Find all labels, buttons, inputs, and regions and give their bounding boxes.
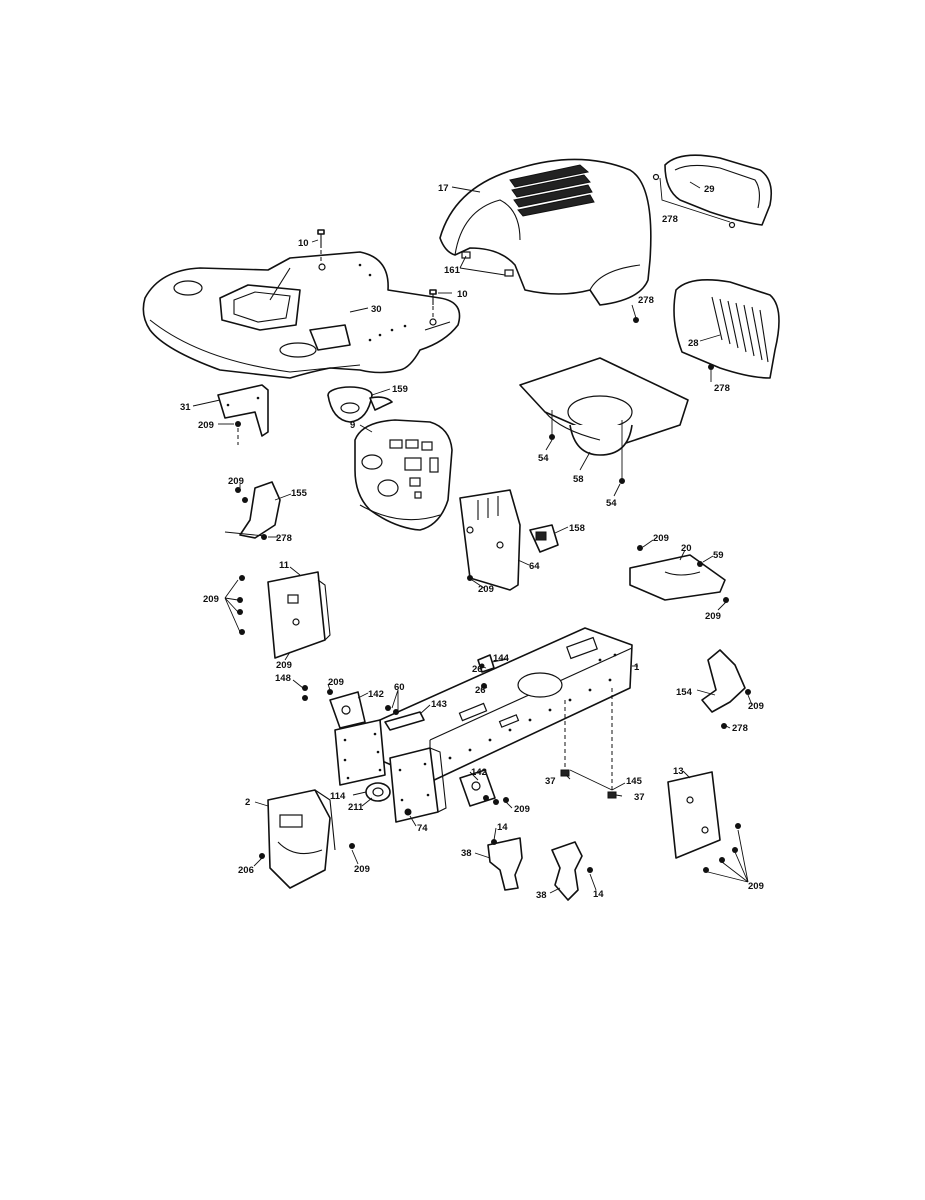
frame-1-part (379, 627, 633, 799)
bolt-10-upper (317, 229, 325, 265)
callout-14: 14 (497, 822, 508, 833)
callout-9: 9 (350, 420, 355, 431)
bracket-143-part (384, 705, 425, 731)
callout-155: 155 (291, 488, 308, 499)
spacer-211-part (365, 782, 391, 802)
front-grille-part (633, 279, 780, 379)
ignition-switch-158-part (529, 524, 559, 553)
callout-1: 1 (634, 662, 640, 673)
hood-grille-slots (509, 164, 595, 217)
callout-209: 209 (203, 594, 219, 605)
callout-209: 209 (354, 864, 370, 875)
callout-37: 37 (545, 776, 556, 787)
callout-20: 20 (681, 543, 692, 554)
callout-64: 64 (529, 561, 540, 572)
callout-143: 143 (431, 699, 447, 710)
side-panel-11-part (237, 571, 331, 659)
fender-deck-part (142, 251, 461, 379)
front-axle-plate-part (389, 747, 447, 823)
callout-11: 11 (279, 560, 290, 571)
dash-panel-part (354, 419, 453, 531)
callout-31: 31 (180, 402, 191, 413)
plate-20-part (629, 545, 729, 603)
callout-209: 209 (748, 881, 764, 892)
headlight-bezel-part (652, 154, 773, 229)
callout-209: 209 (514, 804, 530, 815)
bracket-142-upper-part (302, 685, 366, 729)
callout-209: 209 (653, 533, 669, 544)
callout-10: 10 (457, 289, 468, 300)
callout-54: 54 (538, 453, 549, 464)
callout-144: 144 (493, 653, 510, 664)
callout-145: 145 (626, 776, 643, 787)
hood-part (439, 158, 652, 306)
callout-58: 58 (573, 474, 584, 485)
callout-209: 209 (198, 420, 214, 431)
callout-26: 26 (472, 664, 483, 675)
callout-209: 209 (328, 677, 344, 688)
callout-114: 114 (330, 791, 346, 802)
callout-148: 148 (275, 673, 291, 684)
callout-209: 209 (705, 611, 721, 622)
callout-17: 17 (438, 183, 449, 194)
bracket-154-part (701, 649, 751, 729)
callout-60: 60 (394, 682, 405, 693)
grille-slats (711, 296, 769, 363)
callout-54: 54 (606, 498, 617, 509)
callout-37: 37 (634, 792, 645, 803)
callout-29: 29 (704, 184, 715, 195)
callout-38: 38 (461, 848, 472, 859)
callout-211: 211 (348, 802, 364, 813)
callout-10: 10 (298, 238, 309, 249)
frame-hole-dots (448, 653, 617, 760)
nut-74 (404, 808, 412, 816)
bolt-10-right (429, 289, 437, 318)
callout-30: 30 (371, 304, 382, 315)
callout-14: 14 (593, 889, 604, 900)
callout-13: 13 (673, 766, 684, 777)
bracket-38-left-part (487, 837, 523, 891)
callout-161: 161 (444, 265, 461, 276)
callout-38: 38 (536, 890, 547, 901)
leader-lines (192, 177, 753, 894)
callout-labels: 17 29 278 10 161 10 30 278 28 278 159 31… (180, 183, 764, 901)
bracket-155-part (224, 481, 281, 540)
deck-rivet-dots (358, 263, 407, 342)
callout-2: 2 (245, 797, 250, 808)
cup-holder-part (327, 386, 393, 423)
callout-26: 26 (475, 685, 486, 696)
hood-support-pan-part (519, 357, 689, 484)
front-plate-part (334, 719, 386, 786)
callout-74: 74 (417, 823, 428, 834)
bracket-38-right-part (551, 841, 593, 901)
callout-154: 154 (676, 687, 693, 698)
callout-142: 142 (368, 689, 384, 700)
bracket-31-part (217, 384, 269, 445)
grille-mount-2-part (259, 789, 355, 889)
bracket-142-lower-part (459, 769, 509, 807)
callout-158: 158 (569, 523, 585, 534)
side-panel-13-part (667, 771, 741, 873)
callout-278: 278 (638, 295, 654, 306)
dash-bracket-64-part (459, 489, 521, 591)
callout-159: 159 (392, 384, 408, 395)
callout-206: 206 (238, 865, 254, 876)
callout-278: 278 (714, 383, 730, 394)
callout-209: 209 (478, 584, 494, 595)
callout-28: 28 (688, 338, 699, 349)
callout-209: 209 (228, 476, 244, 487)
callout-278: 278 (732, 723, 748, 734)
callout-59: 59 (713, 550, 724, 561)
callout-278: 278 (276, 533, 292, 544)
callout-209: 209 (748, 701, 764, 712)
callout-278: 278 (662, 214, 678, 225)
callout-142: 142 (471, 767, 487, 778)
front-plate-dots (343, 732, 382, 780)
callout-209: 209 (276, 660, 292, 671)
